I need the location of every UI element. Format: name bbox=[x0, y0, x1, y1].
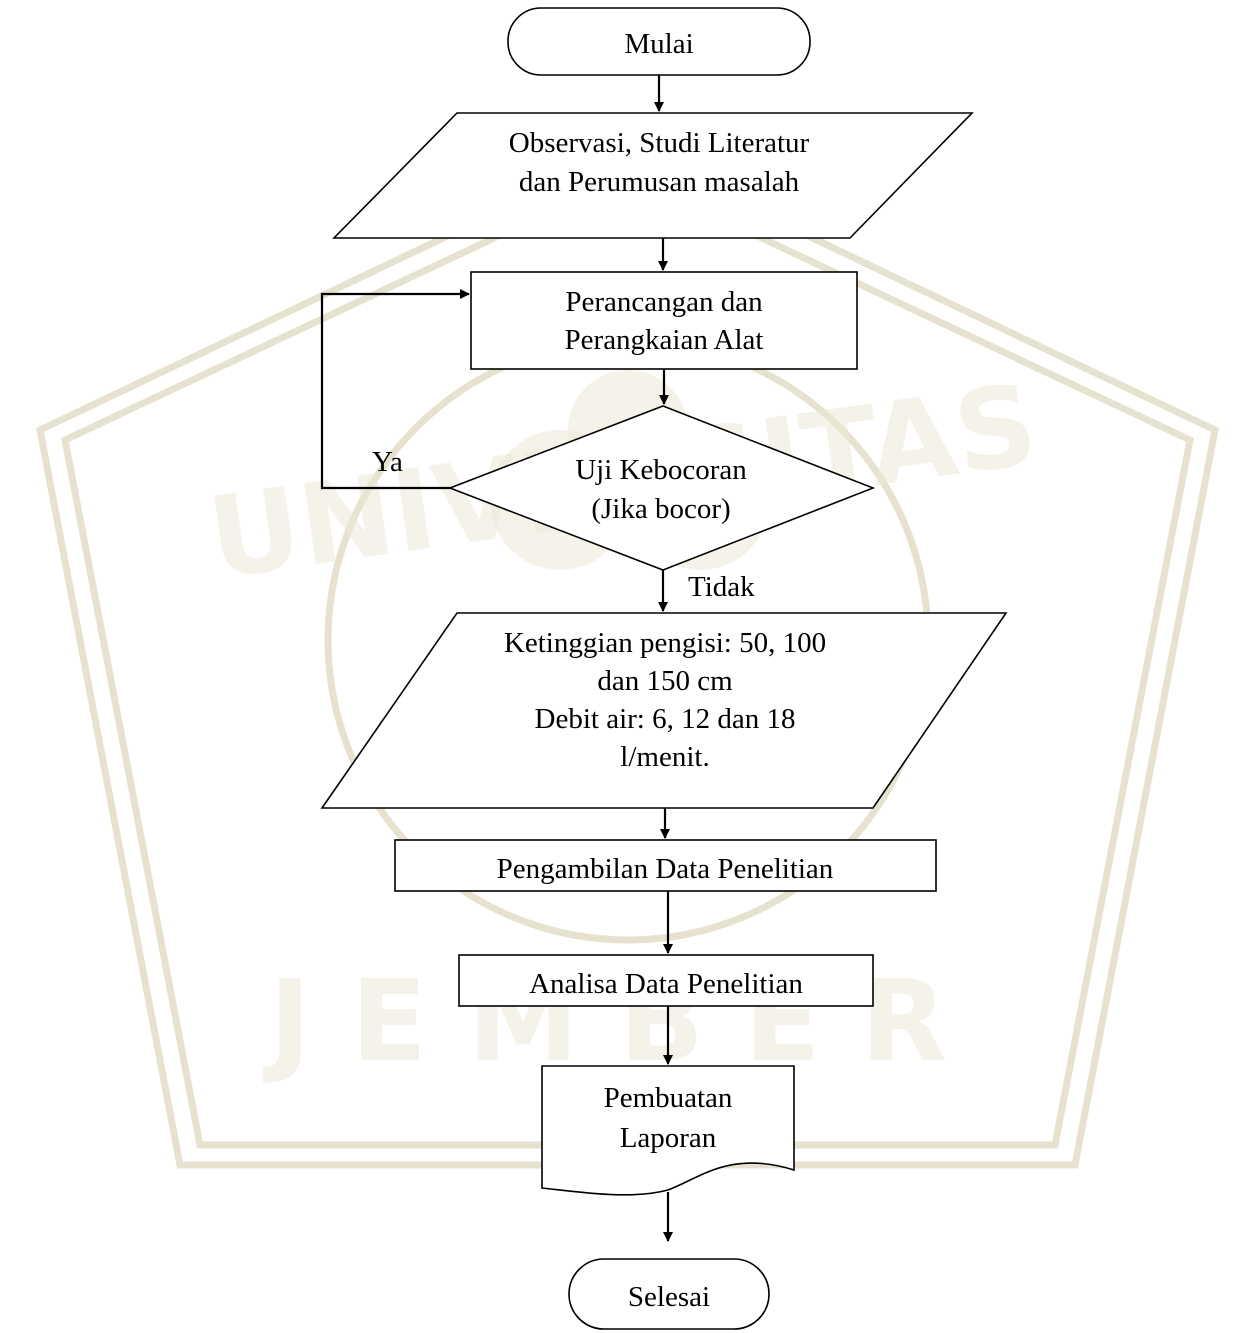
process-analysis: Analisa Data Penelitian bbox=[458, 954, 874, 1007]
input-observation: Observasi, Studi Literatur dan Perumusan… bbox=[332, 112, 974, 239]
input-parameters: Ketinggian pengisi: 50, 100 dan 150 cm D… bbox=[320, 612, 1008, 809]
input-parameters-line-3: Debit air: 6, 12 dan 18 bbox=[535, 703, 796, 735]
process-design-line-2: Perangkaian Alat bbox=[565, 324, 764, 356]
process-design: Perancangan dan Perangkaian Alat bbox=[470, 271, 858, 370]
decision-no-label: Tidak bbox=[688, 571, 755, 603]
decision-leak-test: Uji Kebocoran (Jika bocor) bbox=[447, 405, 876, 571]
start-label: Mulai bbox=[624, 28, 693, 60]
decision-line-1: Uji Kebocoran bbox=[575, 454, 747, 486]
input-observation-line-1: Observasi, Studi Literatur bbox=[509, 127, 810, 159]
connectors bbox=[320, 75, 673, 1242]
input-parameters-line-4: l/menit. bbox=[620, 741, 709, 773]
arrow-yes-loop bbox=[320, 289, 470, 490]
process-design-line-1: Perancangan dan bbox=[565, 286, 763, 318]
start-terminator: Mulai bbox=[507, 7, 811, 76]
end-label: Selesai bbox=[628, 1281, 710, 1313]
process-data-collection: Pengambilan Data Penelitian bbox=[394, 839, 937, 892]
document-report-line-2: Laporan bbox=[620, 1122, 717, 1154]
process-analysis-label: Analisa Data Penelitian bbox=[529, 968, 803, 1000]
input-parameters-line-1: Ketinggian pengisi: 50, 100 bbox=[504, 627, 826, 659]
end-terminator: Selesai bbox=[568, 1258, 770, 1330]
process-data-collection-label: Pengambilan Data Penelitian bbox=[497, 853, 834, 885]
document-report: Pembuatan Laporan bbox=[541, 1065, 795, 1196]
input-parameters-line-2: dan 150 cm bbox=[597, 665, 733, 697]
decision-line-2: (Jika bocor) bbox=[591, 493, 730, 525]
document-report-line-1: Pembuatan bbox=[604, 1082, 733, 1114]
decision-yes-label: Ya bbox=[372, 446, 403, 478]
input-observation-line-2: dan Perumusan masalah bbox=[519, 166, 800, 198]
